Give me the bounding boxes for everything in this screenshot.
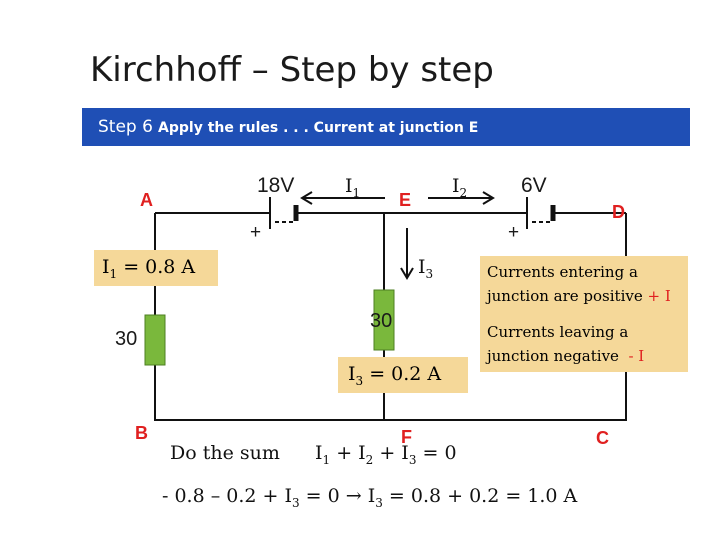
arrow-i1 — [300, 191, 385, 205]
step-number: Step 6 — [98, 117, 153, 137]
node-a-label: A — [140, 190, 153, 210]
current-arrows — [300, 191, 495, 280]
battery-left-plus: + — [250, 222, 262, 243]
i3-value-box: I3 = 0.2 A — [338, 357, 468, 393]
node-f-label: F — [401, 427, 412, 447]
step-banner: Step 6 Apply the rules . . . Current at … — [82, 108, 690, 146]
battery-right-voltage: 6V — [521, 174, 547, 197]
rule-leaving-line2: junction negative - I — [487, 347, 645, 365]
do-the-sum-label: Do the sum — [170, 442, 280, 464]
arrow-i3 — [400, 228, 414, 280]
battery-left — [269, 197, 299, 229]
current-i2-label: I2 — [452, 175, 468, 200]
node-d-label: D — [612, 202, 625, 222]
i1-value-box: I1 = 0.8 A — [94, 250, 218, 286]
node-c-label: C — [596, 428, 609, 448]
battery-right-plus: + — [508, 222, 520, 243]
battery-right — [526, 197, 556, 229]
resistor-left — [144, 314, 166, 366]
node-b-label: B — [135, 423, 148, 443]
step-description: Apply the rules . . . Current at junctio… — [158, 120, 479, 136]
rule-entering-line2: junction are positive + I — [487, 287, 671, 305]
current-i3-label: I3 — [418, 256, 434, 281]
junction-rules-box: Currents entering a junction are positiv… — [480, 256, 688, 372]
rule-entering-line1: Currents entering a — [487, 263, 638, 281]
resistor-middle — [373, 289, 395, 351]
wire-bottom — [154, 365, 627, 421]
rule-leaving-line1: Currents leaving a — [487, 323, 629, 341]
slide-title: Kirchhoff – Step by step — [90, 50, 494, 90]
current-i1-label: I1 — [345, 175, 361, 200]
node-e-label: E — [399, 190, 412, 210]
junction-equation: I1 + I2 + I3 = 0 — [315, 442, 457, 467]
resistor-middle-value: 30 — [370, 310, 393, 332]
arrow-i2 — [428, 191, 495, 205]
battery-left-voltage: 18V — [257, 174, 295, 197]
solution-equation: - 0.8 – 0.2 + I3 = 0 → I3 = 0.8 + 0.2 = … — [162, 485, 578, 510]
resistor-left-value: 30 — [115, 328, 138, 350]
